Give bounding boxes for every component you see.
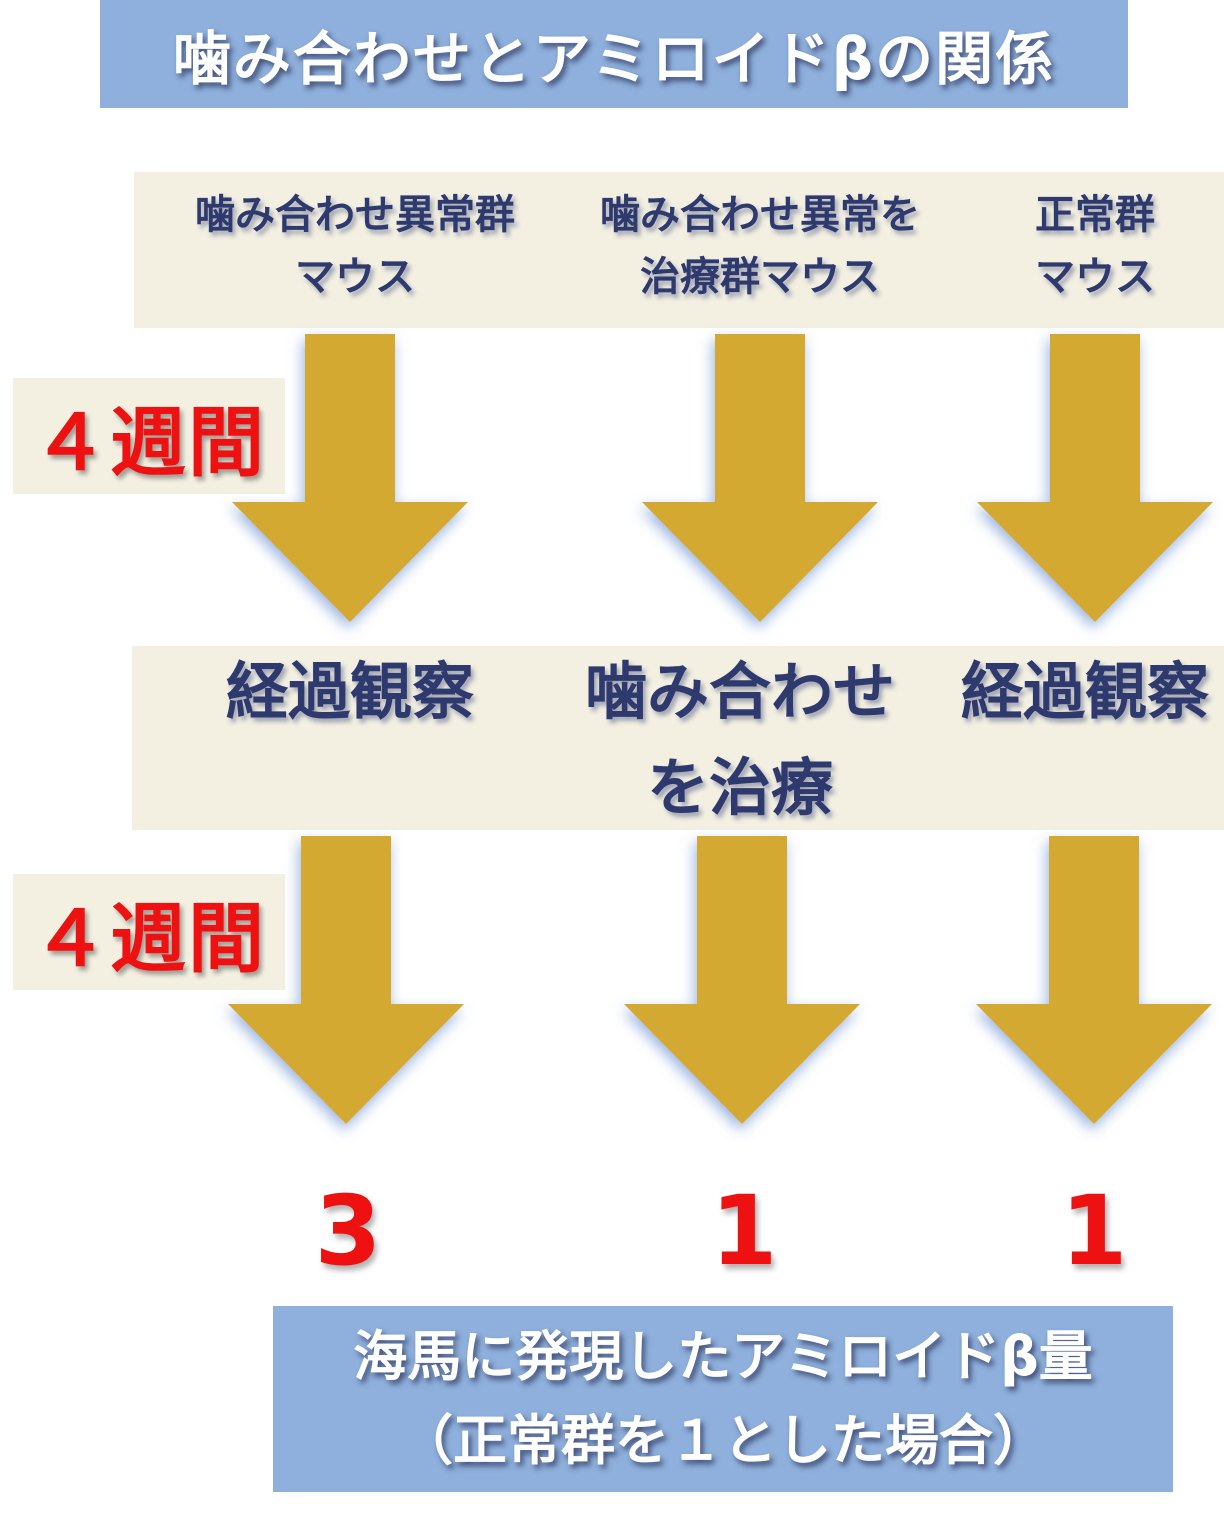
result-value-malocclusion: 3 — [314, 1175, 382, 1287]
down-arrow-icon — [624, 836, 860, 1124]
down-arrow-icon — [228, 836, 464, 1124]
down-arrow-icon — [642, 334, 878, 622]
down-arrow-icon — [232, 334, 468, 622]
page-title: 噛み合わせとアミロイドβの関係 — [172, 25, 1056, 93]
intervention-label-observe-2: 経過観察 — [960, 655, 1209, 728]
intervention-label-treat: 噛み合わせ を治療 — [584, 655, 895, 824]
intervention-band — [132, 646, 1224, 830]
caption-banner: 海馬に発現したアミロイドβ量 （正常群を１とした場合） — [273, 1306, 1173, 1492]
group-band — [134, 172, 1224, 328]
period-label-1: ４週間 — [13, 378, 285, 494]
caption-line-2: （正常群を１とした場合） — [399, 1409, 1047, 1472]
group-label-normal: 正常群 マウス — [1035, 192, 1155, 300]
title-banner: 噛み合わせとアミロイドβの関係 — [100, 0, 1128, 108]
result-value-treated: 1 — [710, 1175, 778, 1287]
down-arrow-icon — [977, 334, 1213, 622]
result-value-normal: 1 — [1060, 1175, 1128, 1287]
down-arrow-icon — [976, 836, 1212, 1124]
group-label-treated: 噛み合わせ異常を 治療群マウス — [600, 192, 920, 300]
caption-line-1: 海馬に発現したアミロイドβ量 — [353, 1325, 1093, 1388]
intervention-label-observe-1: 経過観察 — [225, 655, 474, 728]
period-label-2: ４週間 — [13, 874, 285, 990]
group-label-malocclusion: 噛み合わせ異常群 マウス — [195, 192, 515, 300]
